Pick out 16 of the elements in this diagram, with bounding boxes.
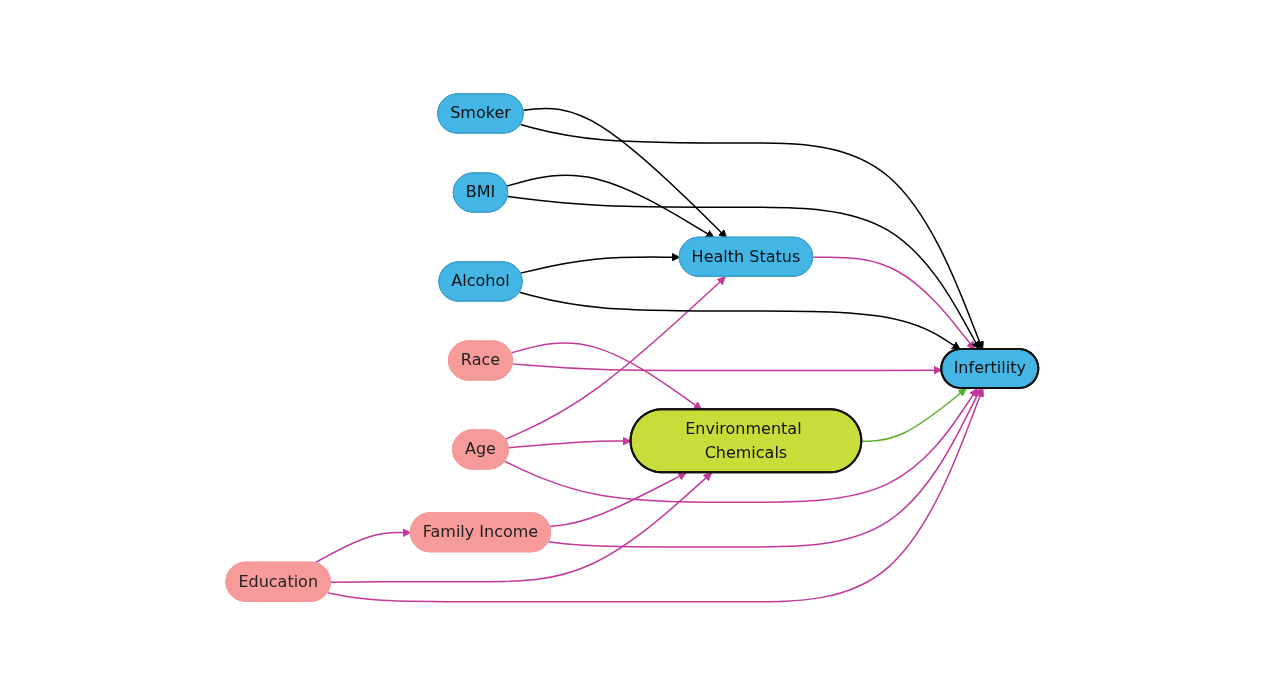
- arrow: [510, 342, 703, 411]
- arrow: [520, 252, 681, 274]
- arrow: [549, 472, 688, 528]
- arrow: [314, 528, 412, 564]
- arrow: [519, 291, 962, 351]
- arrow: [506, 174, 715, 239]
- arrow: [505, 276, 727, 441]
- arrow: [507, 195, 981, 350]
- arrow: [812, 256, 976, 350]
- arrow: [548, 388, 982, 548]
- arrow: [861, 388, 968, 443]
- arrow: [520, 123, 985, 350]
- arrow: [330, 472, 713, 584]
- arrow: [522, 107, 728, 239]
- arrow: [504, 388, 979, 504]
- arrow: [327, 388, 985, 603]
